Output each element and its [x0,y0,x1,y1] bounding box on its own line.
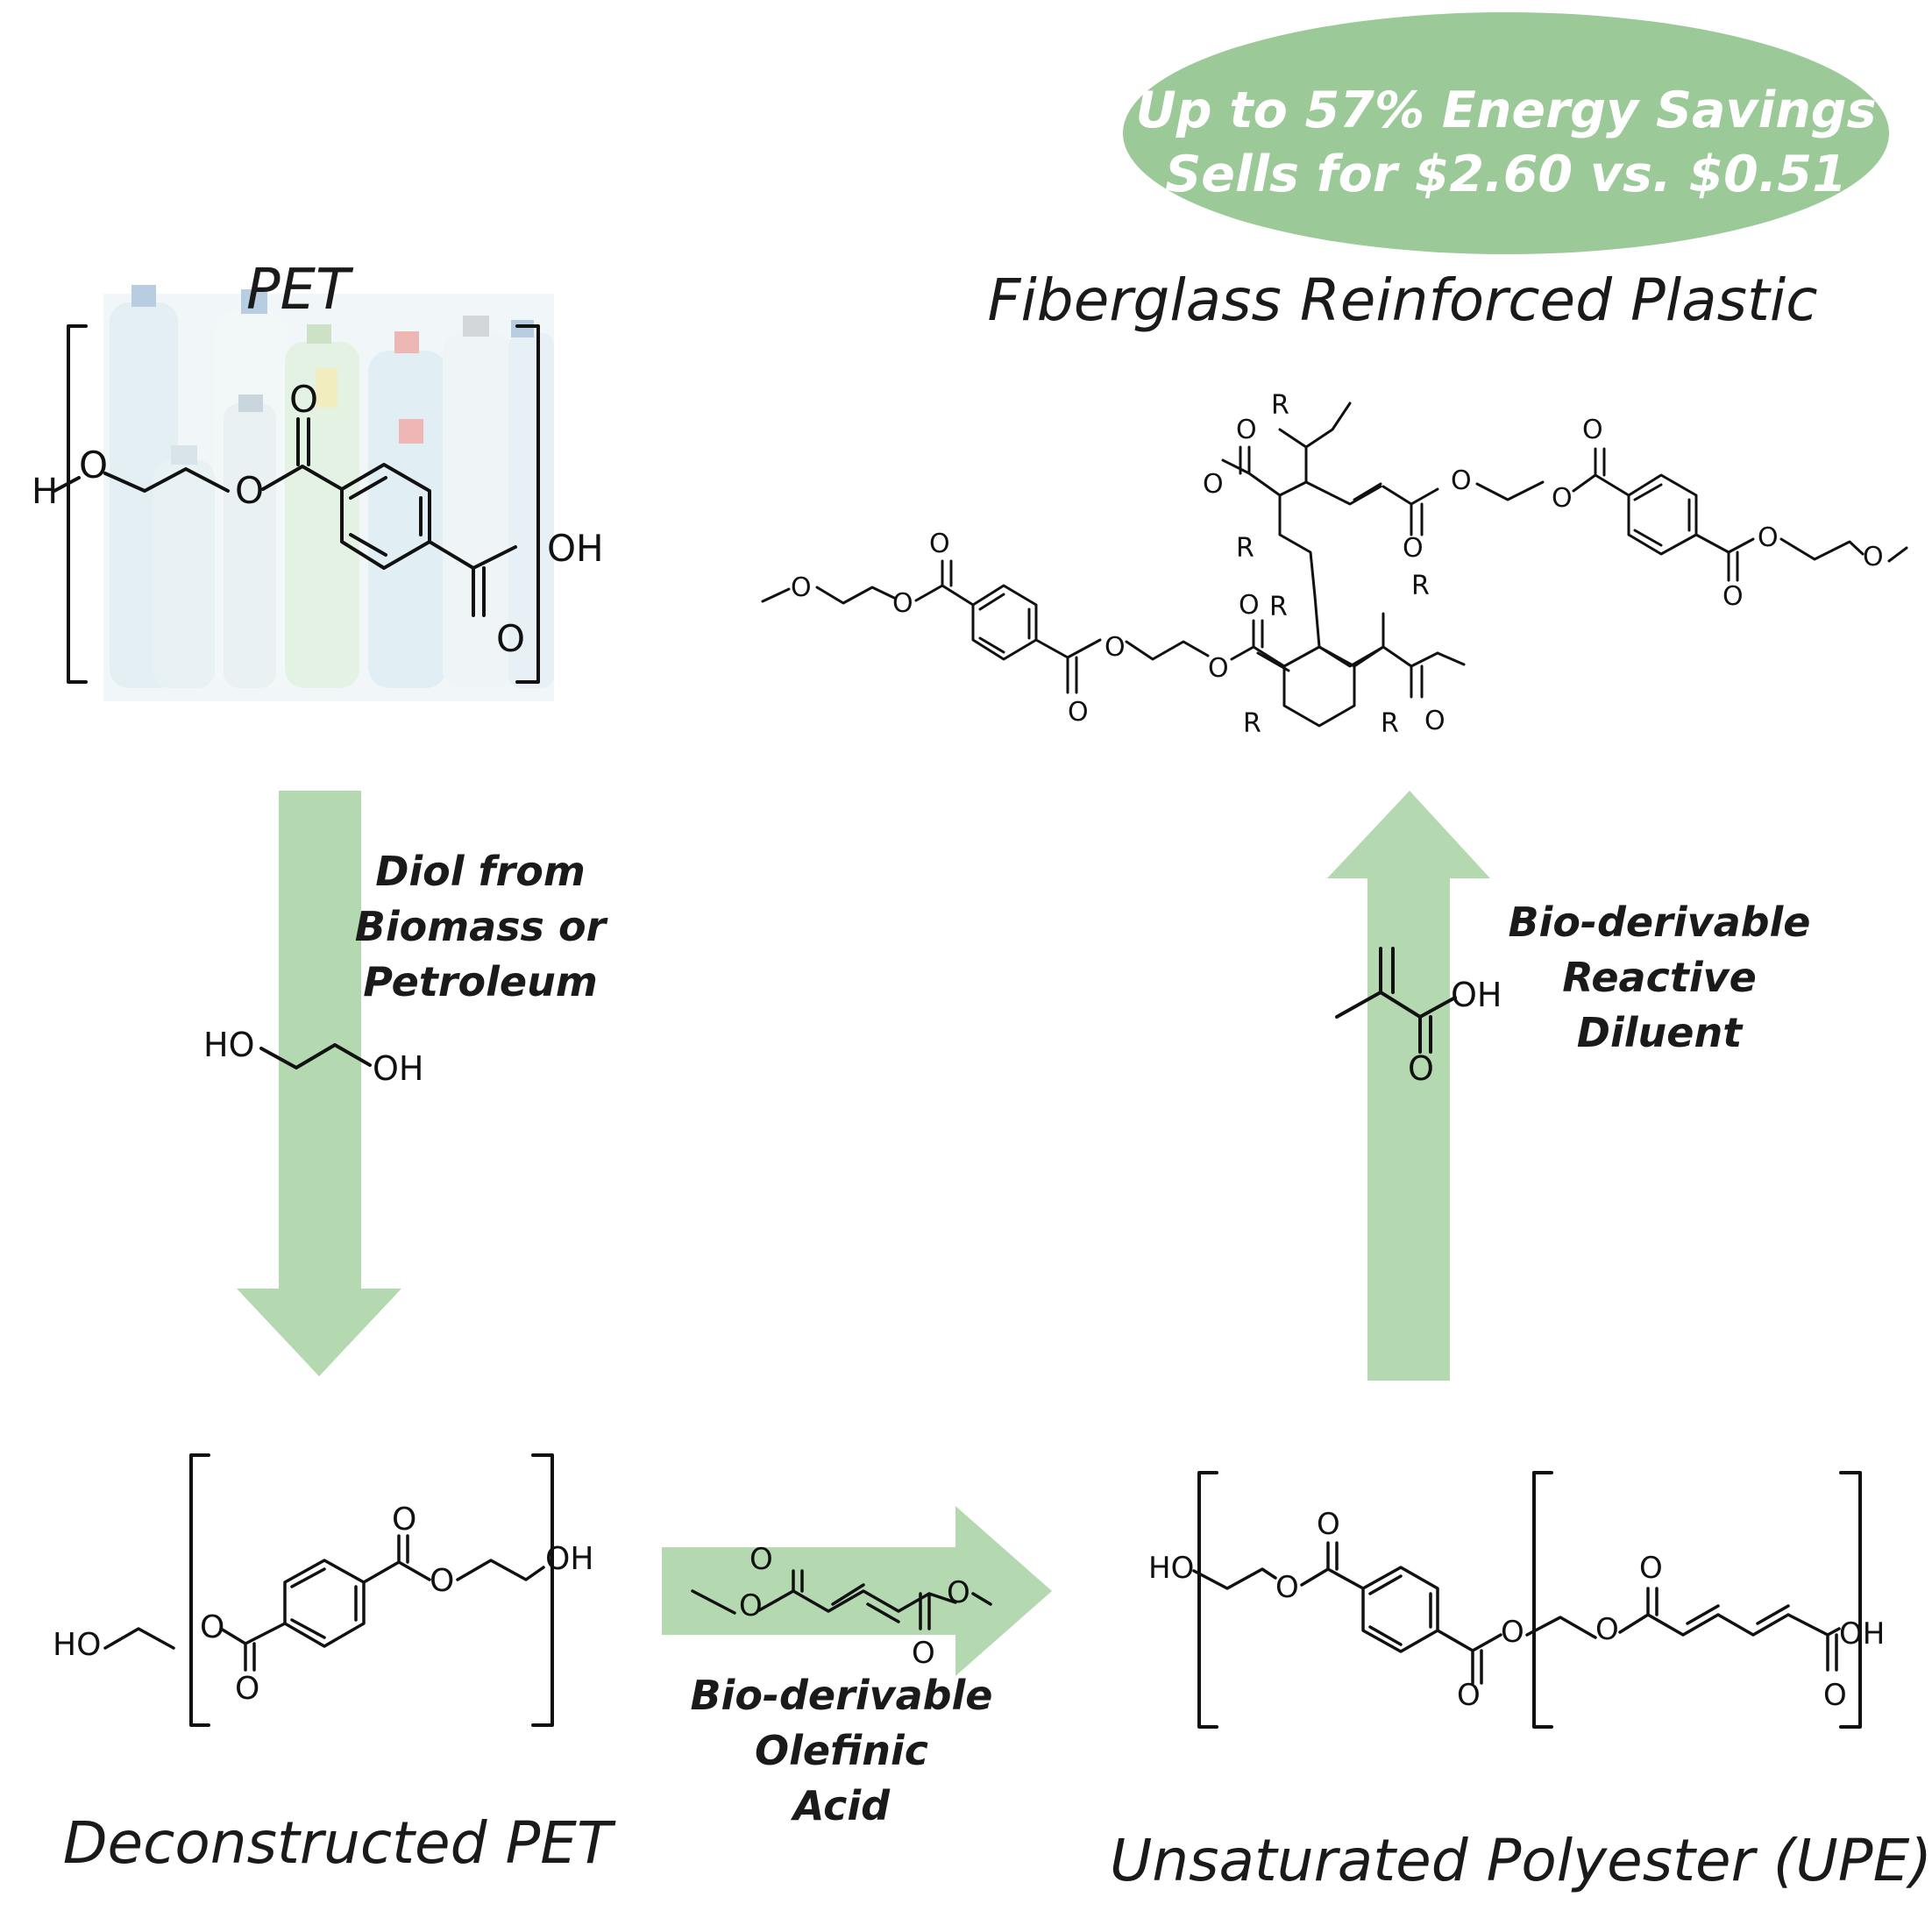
olefinic-line-2: Olefinic [755,1727,928,1774]
frp-o-c: O [929,529,950,559]
bottles-image [103,285,554,701]
diol-line-2: Biomass or [355,903,609,950]
upe-o3-atom: O [1501,1615,1524,1650]
frp-r-6: R [1271,390,1289,421]
pet-oh-atom: OH [547,527,604,570]
savings-banner: Up to 57% Energy Savings Sells for $2.60… [1123,12,1889,254]
dm-o2-atom: O [749,1542,773,1577]
deconstructed-pet-title: Deconstructed PET [63,1809,616,1877]
olefinic-label: Bio-derivable Olefinic Acid [690,1672,992,1829]
down-arrow [237,791,401,1376]
frp-o-j: O [1403,533,1424,564]
frp-r-3: R [1269,592,1288,622]
dimethyl-muconate-structure: O O O O [691,1542,992,1671]
diluent-line-2: Reactive [1562,954,1757,1001]
upe-ho-atom: HO [1148,1551,1194,1586]
frp-r-5: R [1236,533,1254,564]
dm-o3-atom: O [947,1575,970,1610]
eg-oh-atom: OH [373,1049,423,1088]
dp-oh-atom: OH [545,1541,593,1577]
frp-o-a: O [791,572,812,603]
deconstructed-pet-structure: HO O O O O OH [53,1453,593,1727]
pet-o4-atom: O [496,617,525,660]
frp-o-b: O [892,588,913,619]
banner-line-2: Sells for $2.60 vs. $0.51 [1165,146,1847,203]
pet-o3-atom: O [289,378,318,421]
olefinic-line-3: Acid [791,1782,891,1829]
dm-o4-atom: O [912,1636,935,1671]
diol-line-3: Petroleum [363,958,598,1005]
banner-line-1: Up to 57% Energy Savings [1135,82,1876,139]
maa-oh-atom: OH [1451,976,1502,1014]
upe-o7-atom: O [1823,1678,1847,1713]
methacrylic-acid-structure: OH O [1335,947,1502,1088]
frp-o-q: O [1424,706,1445,736]
dm-o1-atom: O [739,1588,763,1623]
upe-o5-atom: O [1595,1612,1619,1647]
frp-o-g: O [1239,590,1260,621]
frp-o-d: O [1068,697,1089,728]
upe-o1-atom: O [1275,1570,1299,1605]
right-arrow [662,1506,1052,1676]
pet-structure: H O O O OH O [32,324,604,684]
frp-o-k: O [1451,465,1472,496]
frp-structure: O O O O O O O R R R R R R O O O O O O O … [761,390,1908,739]
frp-o-p: O [1863,542,1884,572]
frp-o-o: O [1722,581,1744,612]
frp-o-l: O [1552,483,1573,514]
dp-ho-atom: HO [53,1627,101,1663]
dp-o2-atom: O [235,1671,259,1707]
diluent-line-3: Diluent [1577,1009,1744,1056]
upe-o4-atom: O [1457,1678,1481,1713]
dp-o3-atom: O [392,1502,416,1538]
pet-o2-atom: O [235,469,264,512]
diol-line-1: Diol from [375,848,586,895]
frp-o-f: O [1208,653,1229,684]
upe-oh-atom: OH [1839,1616,1885,1652]
diluent-label: Bio-derivable Reactive Diluent [1508,899,1810,1056]
pet-o1-atom: O [79,444,108,487]
frp-title: Fiberglass Reinforced Plastic [988,266,1818,334]
maa-o-atom: O [1408,1049,1434,1088]
diluent-line-1: Bio-derivable [1508,899,1810,946]
up-arrow [1327,791,1490,1381]
frp-o-n: O [1758,522,1779,553]
eg-ho-atom: HO [203,1026,254,1064]
upe-title: Unsaturated Polyester (UPE) [1110,1827,1932,1894]
dp-o4-atom: O [430,1563,454,1599]
frp-r-4: R [1411,571,1430,601]
upe-structure: HO O O O O O O OH O [1148,1471,1885,1729]
frp-o-h: O [1203,469,1224,500]
frp-o-e: O [1105,632,1126,663]
ethylene-glycol-structure: HO OH [203,1026,423,1088]
frp-r-1: R [1243,708,1261,739]
diol-label: Diol from Biomass or Petroleum [355,848,609,1005]
upe-o2-atom: O [1317,1507,1340,1542]
pet-title: PET [246,258,354,323]
upe-o6-atom: O [1639,1551,1663,1586]
frp-r-2: R [1381,708,1399,739]
frp-o-m: O [1582,415,1603,445]
frp-o-i: O [1236,415,1257,445]
olefinic-line-1: Bio-derivable [690,1672,992,1719]
